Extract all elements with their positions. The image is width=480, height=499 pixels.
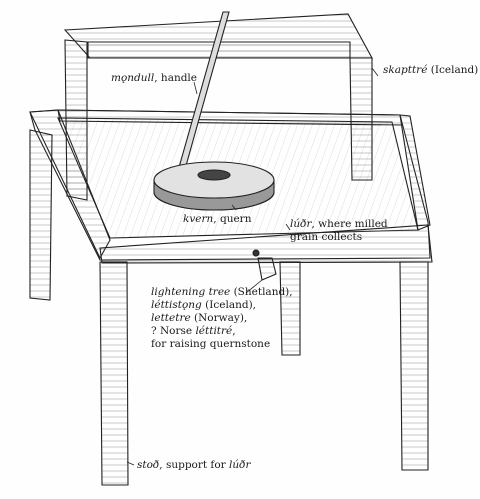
front-edge — [99, 224, 433, 264]
left-back-leg — [29, 129, 53, 301]
right-rim — [399, 114, 431, 231]
handle — [175, 11, 230, 181]
label-ludr: lúðr, where milled grain collects — [290, 218, 388, 243]
label-stod: stoð, support for lúðr — [137, 459, 251, 471]
lightening-tree — [257, 257, 277, 281]
quernstone-eye — [197, 169, 231, 181]
label-quern: kvern, quern — [183, 213, 252, 225]
label-lightening-tree: lightening tree (Shetland), léttistǫng (… — [151, 286, 293, 350]
middle-leg — [279, 261, 301, 356]
label-handle: mǫndull, handle — [111, 72, 198, 84]
label-frame: skapttré (Iceland) — [383, 64, 479, 76]
frame-left-post — [64, 39, 88, 201]
front-right-leg — [399, 261, 429, 471]
front-left-leg — [99, 261, 129, 486]
frame-right-post — [349, 57, 373, 181]
